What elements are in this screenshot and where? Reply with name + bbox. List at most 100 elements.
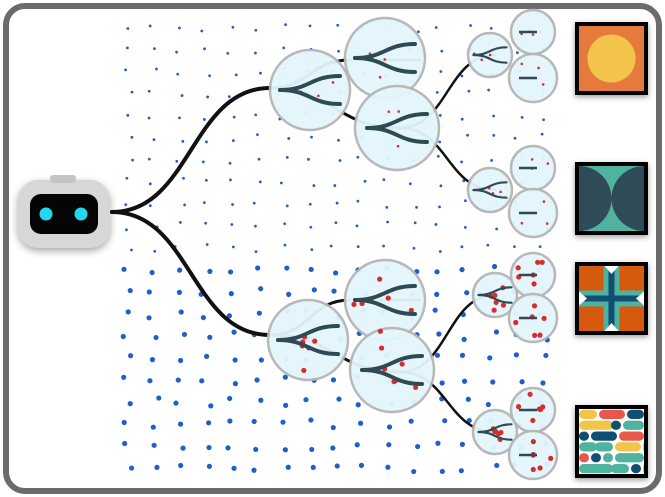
blue-dot	[439, 380, 445, 386]
blue-dot	[147, 116, 151, 120]
robot-eye-left	[39, 207, 53, 221]
blue-dot	[284, 23, 287, 27]
red-dot	[513, 319, 519, 326]
blue-dot	[333, 270, 339, 276]
red-dot	[493, 299, 499, 306]
red-dot	[480, 58, 484, 62]
blue-dot	[356, 155, 360, 159]
blue-dot	[154, 464, 160, 470]
tree-node	[353, 84, 441, 172]
blue-dot	[310, 135, 313, 139]
blue-dot	[283, 243, 287, 247]
blue-dot	[338, 159, 342, 162]
blue-dot	[147, 157, 151, 161]
blue-dot	[206, 463, 212, 469]
red-dot	[399, 361, 405, 367]
orange-yellow-circle-tile	[575, 22, 648, 95]
blue-dot	[124, 68, 128, 72]
blue-dot	[466, 133, 469, 137]
blue-dot	[131, 158, 134, 162]
blue-dot	[208, 403, 214, 409]
blue-dot	[308, 417, 314, 423]
red-dot	[515, 404, 522, 410]
blue-dot	[226, 313, 233, 319]
branch	[110, 86, 272, 214]
blue-dot	[282, 374, 288, 380]
red-dot	[317, 94, 320, 98]
blue-dot	[467, 89, 471, 93]
blue-dot	[438, 113, 442, 117]
blue-dot	[153, 334, 159, 341]
blue-dot	[179, 221, 182, 224]
red-dot	[499, 190, 502, 194]
red-dot	[515, 265, 521, 271]
blue-dot	[337, 138, 340, 142]
blue-dot	[253, 51, 257, 55]
blue-dot	[231, 245, 235, 249]
blue-dot	[181, 139, 185, 143]
blue-dot	[180, 94, 184, 97]
blue-dot	[334, 221, 338, 225]
red-dot	[413, 384, 419, 391]
blue-dot	[436, 331, 442, 337]
blue-dot	[513, 245, 516, 249]
red-dot	[383, 58, 387, 61]
blue-dot	[232, 381, 239, 387]
blue-dot	[439, 184, 443, 188]
blue-dot	[434, 291, 440, 297]
branch	[365, 126, 429, 144]
red-dot	[546, 162, 550, 165]
blue-dot	[152, 138, 156, 142]
blue-dot	[520, 116, 524, 119]
branch	[360, 368, 424, 386]
blue-dot	[465, 396, 471, 402]
blue-dot	[308, 202, 312, 206]
blue-dot	[156, 395, 162, 401]
blue-dot	[385, 205, 389, 209]
blue-dot	[253, 446, 259, 453]
blue-dot	[459, 441, 466, 447]
blue-dot	[231, 465, 237, 471]
blue-dot	[176, 72, 180, 76]
blue-dot	[231, 25, 235, 29]
blue-dot	[357, 420, 364, 426]
blue-dot	[120, 333, 126, 340]
blue-dot	[486, 243, 490, 247]
branch	[477, 293, 513, 304]
red-dot	[530, 417, 536, 424]
blue-dot	[386, 442, 392, 448]
blue-dot	[205, 140, 208, 144]
blue-dot	[459, 267, 465, 273]
blue-dot	[232, 115, 236, 119]
blue-dot	[181, 331, 188, 338]
blue-dot	[285, 204, 289, 208]
blue-dot	[466, 417, 472, 424]
blue-dot	[147, 378, 153, 384]
blue-dot	[199, 378, 205, 384]
blue-dot	[252, 201, 256, 205]
tree-node	[348, 326, 436, 414]
blue-dot	[538, 245, 542, 249]
blue-dot	[127, 287, 133, 294]
red-dot	[301, 367, 307, 374]
blue-dot	[336, 23, 340, 27]
blue-dot	[251, 467, 257, 473]
blue-dot	[385, 464, 391, 470]
blue-dot	[130, 90, 134, 94]
blue-dot	[284, 265, 290, 271]
blue-dot	[258, 397, 264, 403]
blue-dot	[285, 156, 289, 159]
blue-dot	[283, 402, 289, 408]
blue-dot	[438, 250, 442, 253]
blue-dot	[329, 244, 333, 248]
red-dot	[492, 292, 498, 298]
blue-dot	[460, 245, 464, 249]
blue-dot	[461, 336, 467, 342]
blue-dot	[205, 243, 209, 246]
blue-dot	[259, 71, 262, 75]
blue-dot	[333, 184, 337, 187]
blue-dot	[330, 445, 336, 451]
tree-node	[266, 298, 350, 382]
blue-dot	[121, 266, 127, 272]
blue-dot	[175, 50, 178, 54]
